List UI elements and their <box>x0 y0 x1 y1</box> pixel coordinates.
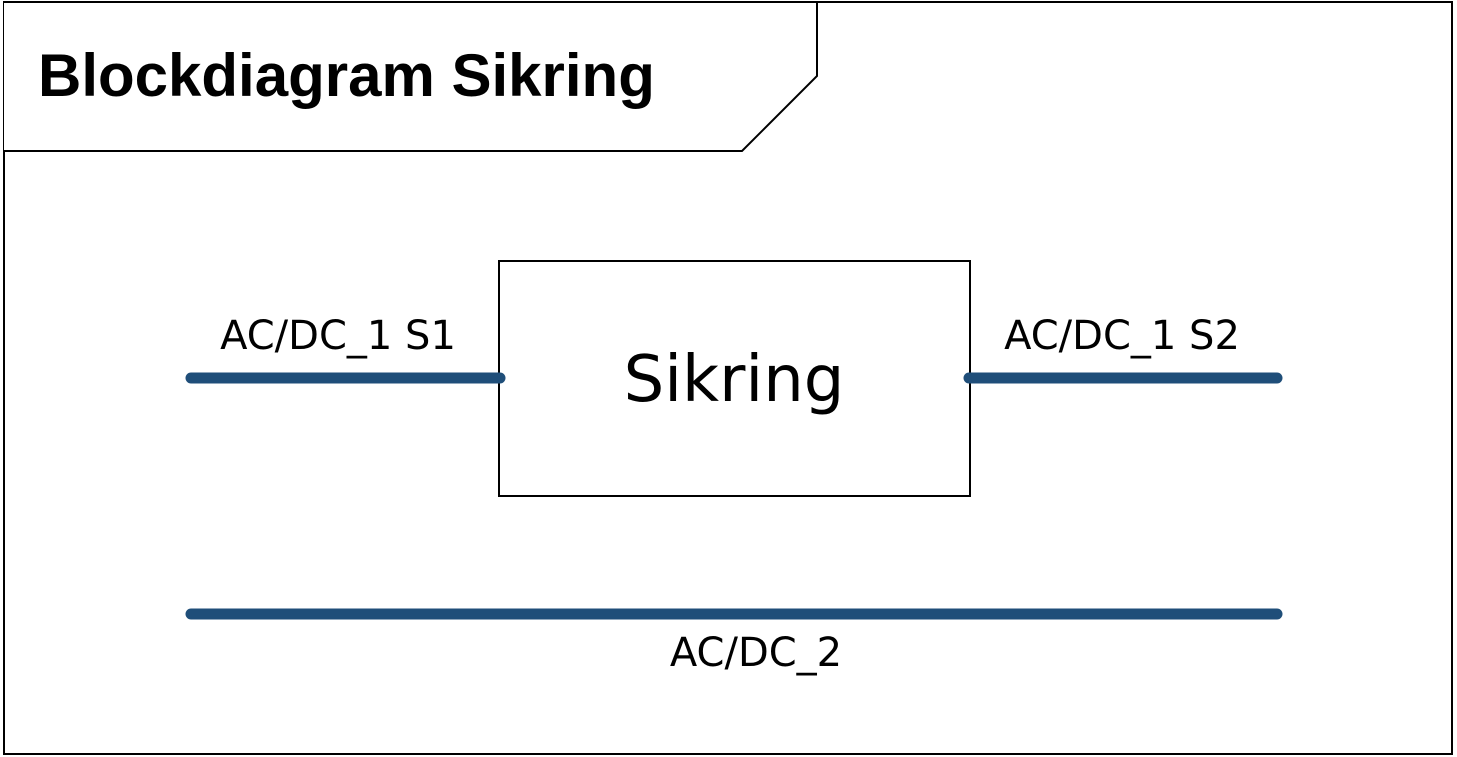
diagram-title: Blockdiagram Sikring <box>38 42 655 109</box>
fuse-block-label: Sikring <box>624 343 845 417</box>
left-port-label: AC/DC_1 S1 <box>220 313 456 359</box>
title-tab <box>4 1 818 152</box>
fuse-block <box>498 260 971 497</box>
right-port-label: AC/DC_1 S2 <box>1004 313 1240 359</box>
bottom-port-label: AC/DC_2 <box>670 630 842 676</box>
